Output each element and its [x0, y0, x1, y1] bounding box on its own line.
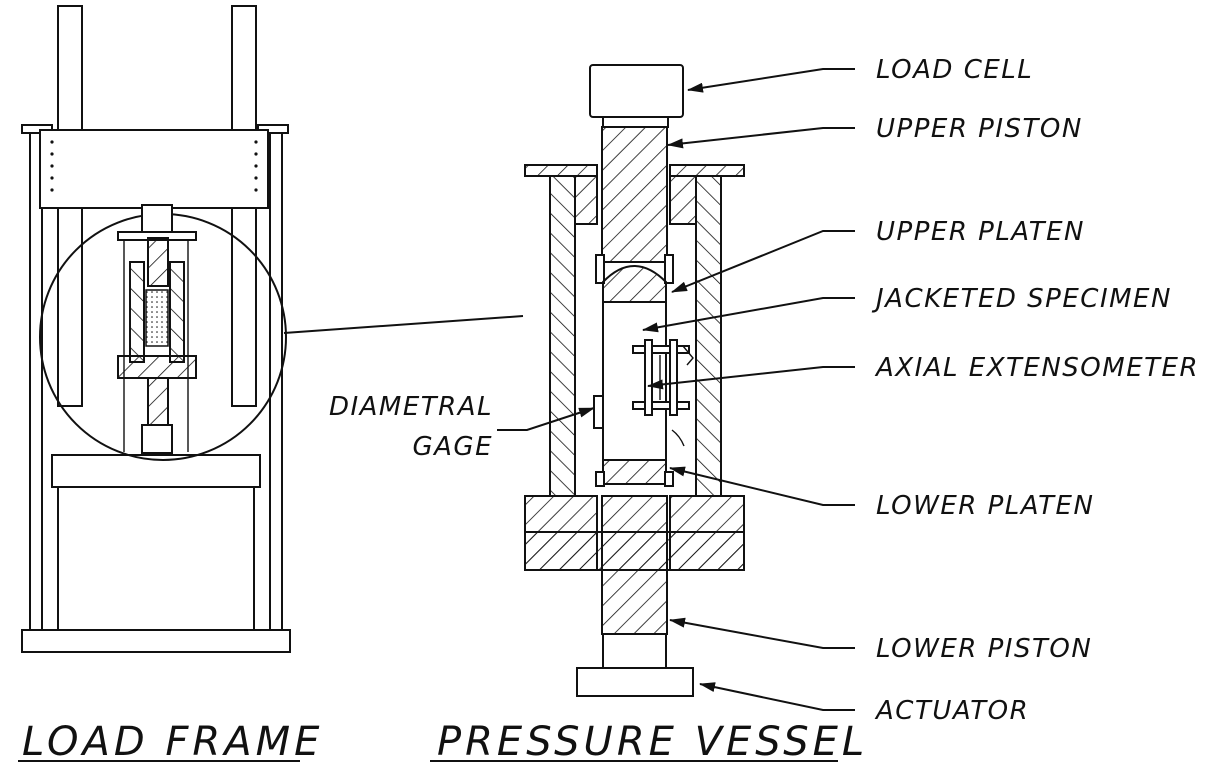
leader-lines [497, 68, 855, 711]
leader-lower-platen [669, 466, 855, 506]
load-frame-cell [117, 204, 197, 454]
upper-piston [601, 126, 668, 263]
vessel-wall-right [695, 175, 722, 497]
leader-diametral-gage [497, 407, 595, 431]
jacketed-specimen [602, 301, 667, 461]
crosshead [39, 129, 269, 209]
leader-upper-platen [671, 230, 855, 293]
leader-load-cell [687, 68, 855, 93]
upper-piston-collar [602, 116, 669, 128]
lower-platen [602, 459, 667, 485]
pressure-vessel-drawing [524, 64, 745, 697]
upper-guide-right [664, 254, 674, 284]
crosshead-bolts [50, 140, 258, 192]
top-flange-left [524, 164, 598, 177]
label-axial-extensometer: AXIAL EXTENSOMETER [874, 353, 1199, 383]
load-frame-drawing [21, 5, 291, 653]
label-gage: GAGE [412, 432, 493, 462]
title-load-frame: LOAD FRAME [22, 719, 323, 765]
title-pressure-vessel: PRESSURE VESSEL [437, 719, 868, 765]
label-lower-platen: LOWER PLATEN [876, 491, 1094, 521]
lower-guide-left [595, 471, 605, 487]
leader-upper-piston [667, 127, 855, 149]
top-flange-right [669, 164, 745, 177]
leader-actuator [699, 682, 855, 711]
load-cell [589, 64, 684, 118]
label-upper-platen: UPPER PLATEN [876, 217, 1085, 247]
detail-connector-line [283, 315, 524, 334]
label-jacketed-specimen: JACKETED SPECIMEN [871, 284, 1172, 314]
label-lower-piston: LOWER PISTON [876, 634, 1092, 664]
actuator [576, 667, 694, 697]
lower-piston-collar [602, 633, 667, 669]
leader-lower-piston [669, 617, 855, 649]
label-actuator: ACTUATOR [874, 696, 1029, 726]
diametral-gage [593, 395, 604, 429]
right-outer-rod [269, 127, 283, 634]
label-load-cell: LOAD CELL [876, 55, 1033, 85]
leader-axial-extensometer [647, 366, 855, 390]
upper-platen [602, 265, 667, 303]
top-seal-left [574, 175, 598, 225]
top-seal-right [669, 175, 697, 225]
upper-guide-left [595, 254, 605, 284]
leader-jacketed-specimen [642, 297, 855, 333]
floor-plate [21, 629, 291, 653]
lower-guide-right [664, 471, 674, 487]
base-housing [57, 486, 255, 631]
vessel-wall-left [549, 175, 576, 497]
label-diametral: DIAMETRAL [329, 392, 493, 422]
lower-piston [601, 495, 668, 635]
axial-extensometer [632, 339, 694, 447]
label-upper-piston: UPPER PISTON [876, 114, 1083, 144]
